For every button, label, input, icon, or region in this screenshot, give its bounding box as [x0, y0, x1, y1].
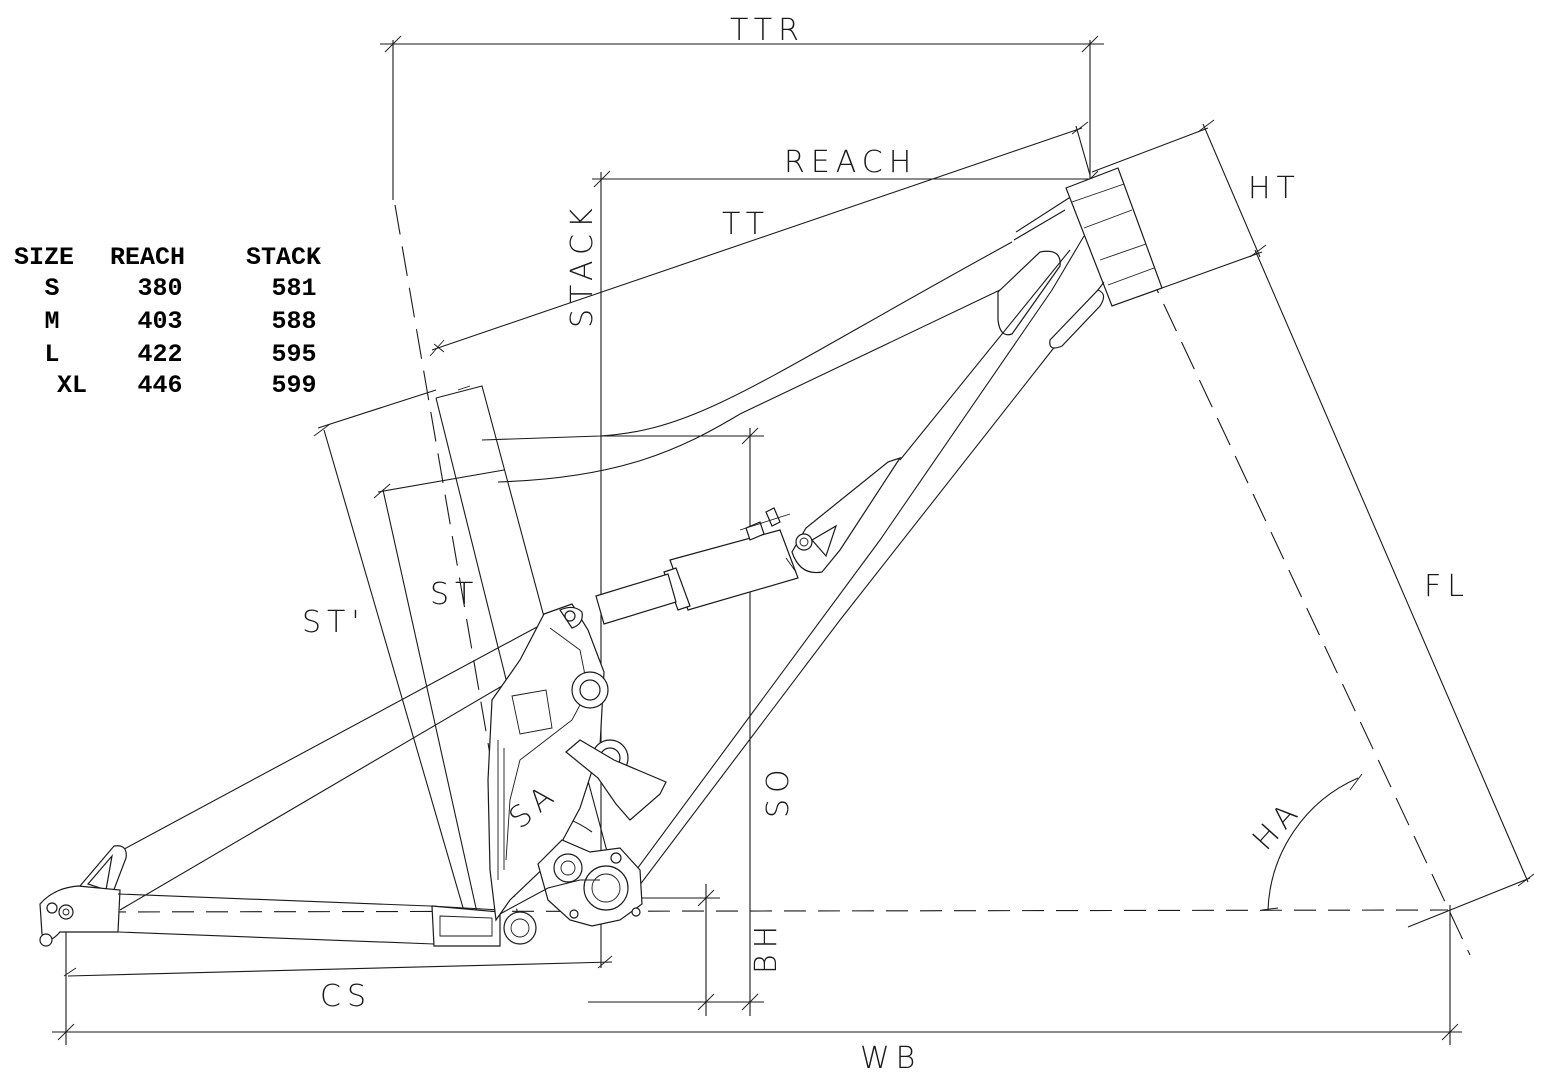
table-row-xl-stack: 599 [271, 371, 316, 400]
table-row-m-reach: 403 [137, 307, 182, 336]
table-header-size: SIZE [14, 243, 74, 272]
table-header-reach: REACH [110, 243, 185, 272]
table-row-l-stack: 595 [271, 340, 316, 369]
label-ha: HA [1246, 793, 1309, 857]
dimension-lines [52, 35, 1535, 1045]
label-bh: BH [749, 920, 784, 974]
table-row-l-size: L [44, 340, 59, 369]
table-row-xl-reach: 446 [137, 371, 182, 400]
label-so: SO [761, 763, 796, 818]
label-tt: TT [722, 207, 770, 242]
table-row-s-stack: 581 [271, 274, 316, 303]
label-cs: CS [320, 979, 372, 1014]
table-row-s-reach: 380 [137, 274, 182, 303]
label-reach: REACH [784, 145, 917, 180]
table-row-l-reach: 422 [137, 340, 182, 369]
label-stack: STACK [565, 202, 600, 328]
table-row-m-stack: 588 [271, 307, 316, 336]
label-ht: HT [1248, 171, 1301, 206]
label-wb: WB [860, 1041, 921, 1074]
label-ttr: TTR [730, 13, 805, 48]
table-header-stack: STACK [246, 243, 321, 272]
table-row-xl-size: XL [57, 371, 87, 400]
bike-frame [39, 167, 1163, 947]
label-st-prime: ST' [302, 605, 366, 640]
table-row-s-size: S [44, 274, 59, 303]
label-fl: FL [1424, 569, 1470, 604]
label-st: ST [430, 577, 479, 612]
size-table: SIZE REACH STACK S 380 581 M 403 588 L 4… [14, 243, 321, 400]
table-row-m-size: M [44, 307, 59, 336]
